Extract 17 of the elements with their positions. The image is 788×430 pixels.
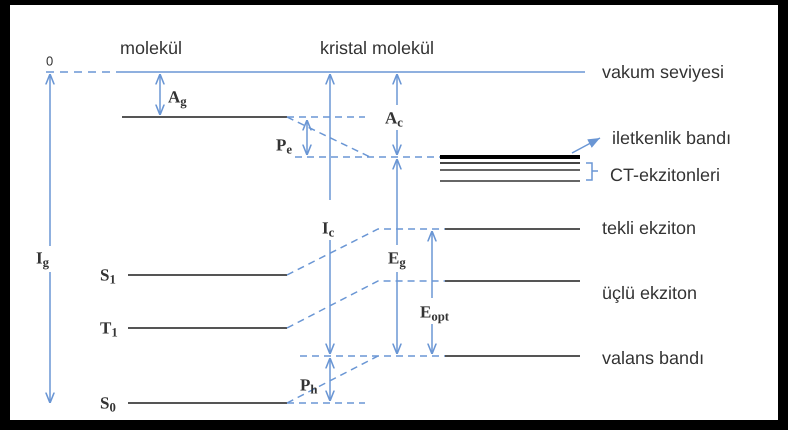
level-label: molekül [120, 39, 182, 57]
level-label: 0 [46, 54, 54, 68]
level-label: CT-ekzitonleri [610, 166, 720, 184]
band-label: iletkenlik bandı [612, 125, 732, 151]
level-label: T$_{1}$ [100, 320, 118, 336]
level-label: S$_{1}$ [100, 266, 116, 284]
level-label: I$_{c}$ [322, 220, 334, 236]
leader-line [572, 137, 600, 154]
level-label: tekli ekziton [602, 219, 696, 237]
level-label: A$_{c}$ [385, 110, 403, 126]
level-label: kristal molekül [320, 39, 434, 57]
level-label: valans bandı [602, 349, 704, 367]
level-label: P$_{e}$ [276, 136, 292, 154]
level-label: üçlü ekziton [602, 284, 698, 302]
level-label: P$_{h}$ [300, 376, 318, 394]
level-label: S$_{0}$ [100, 394, 116, 412]
level-label: vakum seviyesi [602, 63, 724, 81]
